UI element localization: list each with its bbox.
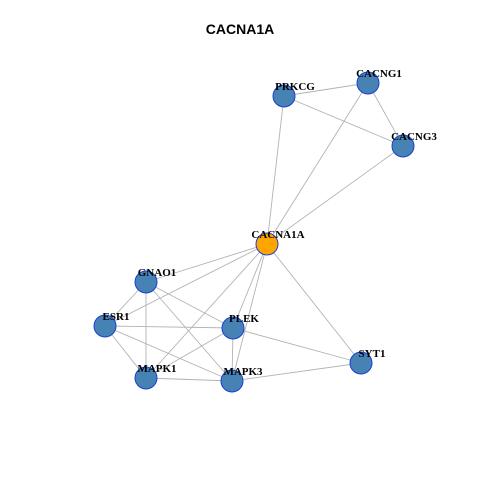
edge-mapk1-mapk3 [145,377,233,382]
edge-cacna1a-plek [232,243,268,329]
edge-cacng1-cacng3 [367,82,404,147]
node-layer [93,71,415,393]
edge-prkcg-cacng1 [283,82,369,97]
edge-esr1-mapk3 [104,325,233,382]
node-label-cacng3: CACNG3 [391,131,437,143]
node-cacng1 [356,71,380,95]
edge-cacna1a-prkcg [266,95,285,245]
node-label-syt1: SYT1 [359,348,386,360]
node-label-prkcg: PRKCG [275,81,315,93]
node-label-mapk3: MAPK3 [223,366,263,378]
node-syt1 [349,351,373,375]
node-label-gnao1: GNAO1 [138,267,177,279]
edge-plek-syt1 [232,327,362,364]
node-label-cacng1: CACNG1 [356,68,402,80]
graph-title: CACNA1A [205,21,275,37]
edge-cacna1a-gnao1 [145,243,268,283]
edge-mapk3-syt1 [231,362,362,382]
node-gnao1 [134,270,158,294]
node-esr1 [93,314,117,338]
node-label-plek: PLEK [229,313,259,325]
edge-cacna1a-esr1 [104,243,268,327]
node-cacna1a [255,232,279,256]
node-label-esr1: ESR1 [103,311,130,323]
edge-esr1-plek [104,325,234,329]
node-cacng3 [391,134,415,158]
edge-gnao1-plek [145,281,234,329]
edge-plek-mapk1 [145,327,234,379]
node-mapk1 [134,366,158,390]
edge-gnao1-mapk3 [145,281,233,382]
node-label-mapk1: MAPK1 [137,363,176,375]
node-label-cacna1a: CACNA1A [251,229,304,241]
edge-cacna1a-mapk1 [145,243,268,379]
edge-cacna1a-syt1 [266,243,362,364]
node-prkcg [272,84,296,108]
node-plek [221,316,245,340]
edge-cacna1a-mapk3 [231,243,268,382]
edge-cacna1a-cacng1 [266,82,369,245]
edge-prkcg-cacng3 [283,95,404,147]
edge-cacna1a-cacng3 [266,145,404,245]
node-mapk3 [220,369,244,393]
